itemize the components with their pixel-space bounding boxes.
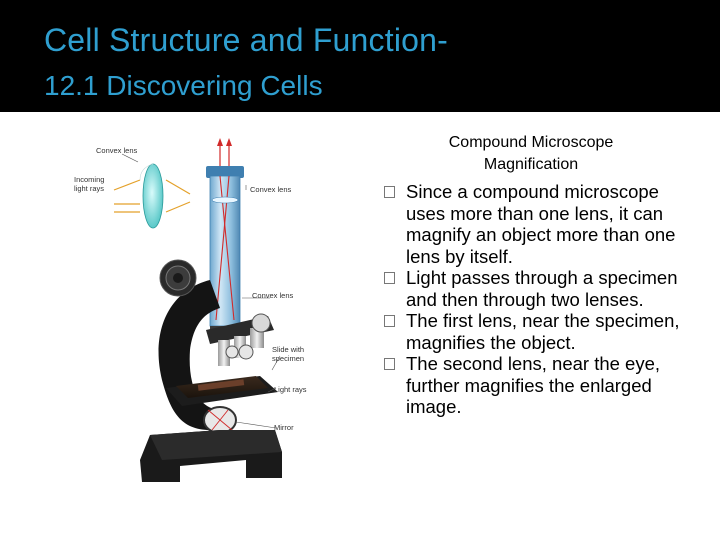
- bullet-box-icon: [384, 315, 395, 327]
- label-slide-line1: Slide with: [272, 345, 305, 354]
- mirror: [203, 406, 237, 434]
- bullet-text: The second lens, near the eye, further m…: [406, 353, 661, 417]
- stage: [166, 376, 278, 406]
- subtitle-line2: Magnification: [483, 156, 579, 173]
- label-convex-lens-eyepiece: Convex lens: [250, 185, 292, 194]
- bullet-text: Since a compound microscope uses more th…: [406, 181, 676, 267]
- microscope-illustration: [113, 138, 282, 482]
- bullet-list: Since a compound microscope uses more th…: [384, 181, 694, 418]
- objectives: [206, 313, 274, 366]
- label-convex-lens-top: Convex lens: [96, 146, 138, 155]
- bullet-box-icon: [384, 358, 395, 370]
- label-light-rays: Light rays: [274, 385, 307, 394]
- bullet-text: Light passes through a specimen and then…: [406, 267, 678, 310]
- base: [140, 430, 282, 482]
- label-convex-lens-objective: Convex lens: [252, 291, 294, 300]
- content-subtitle: Compound Microscope Magnification: [410, 132, 652, 176]
- subtitle-line1: Compound Microscope: [448, 134, 614, 151]
- list-item: Light passes through a specimen and then…: [384, 267, 694, 310]
- bullet-box-icon: [384, 272, 395, 284]
- list-item: The first lens, near the specimen, magni…: [384, 310, 694, 353]
- title-bar: Cell Structure and Function- 12.1 Discov…: [0, 0, 720, 112]
- inset-lens-diagram: [113, 163, 191, 229]
- list-item: Since a compound microscope uses more th…: [384, 181, 694, 267]
- bullet-box-icon: [384, 186, 395, 198]
- label-mirror: Mirror: [274, 423, 294, 432]
- list-item: The second lens, near the eye, further m…: [384, 353, 694, 418]
- microscope-figure: Convex lens Incoming light rays Convex l…: [70, 130, 330, 510]
- slide-title: Cell Structure and Function-: [44, 22, 449, 58]
- slide-subtitle: 12.1 Discovering Cells: [44, 70, 323, 101]
- bullet-text: The first lens, near the specimen, magni…: [406, 310, 680, 353]
- light-path: [217, 138, 232, 170]
- label-incoming-light-2: light rays: [74, 184, 105, 193]
- label-incoming-light-1: Incoming: [74, 175, 105, 184]
- label-slide-line2: specimen: [272, 354, 305, 363]
- leader-lines: [121, 153, 281, 429]
